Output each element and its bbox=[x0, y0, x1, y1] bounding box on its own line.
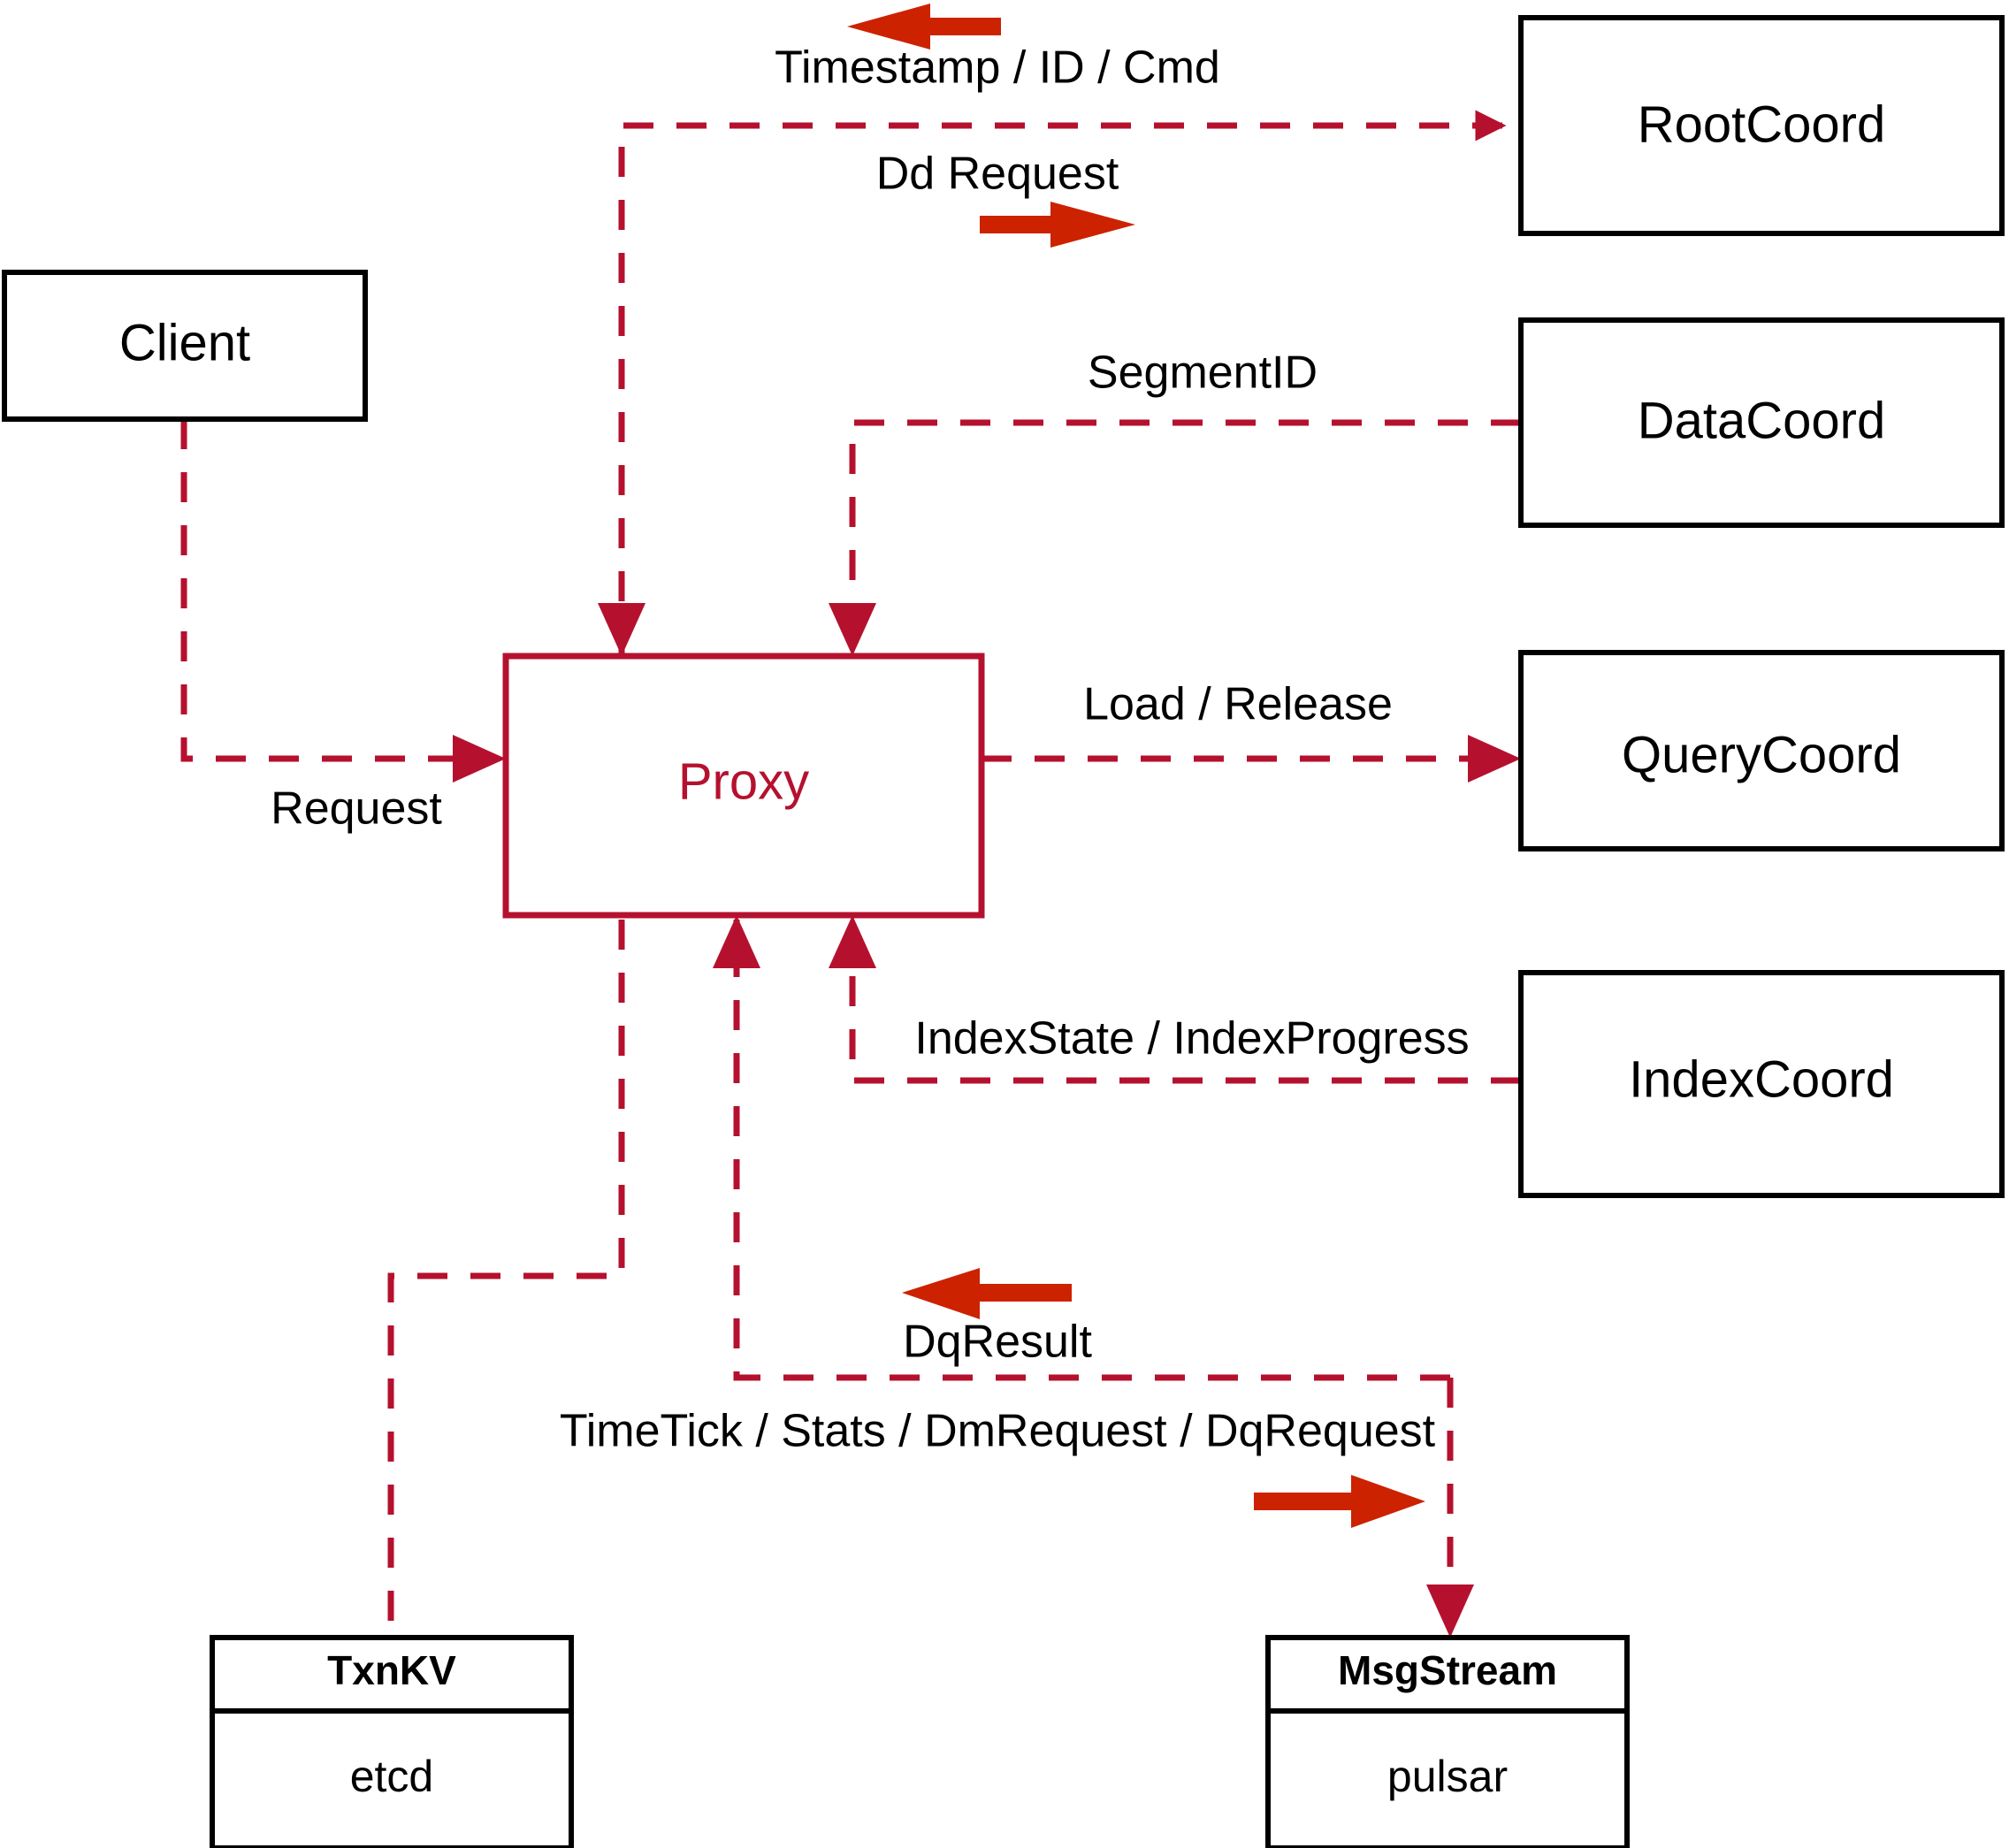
edge-client-arrowhead-into-proxy bbox=[453, 735, 506, 783]
direction-arrow-timestamp-left bbox=[847, 4, 1001, 50]
edge-label-dd-request: Dd Request bbox=[876, 149, 1119, 200]
node-rootcoord[interactable]: RootCoord bbox=[1518, 15, 2005, 236]
edge-rootcoord-dd-path bbox=[618, 110, 1507, 654]
node-datacoord-label: DataCoord bbox=[1638, 392, 1885, 449]
node-indexcoord[interactable]: IndexCoord bbox=[1518, 970, 2005, 1198]
node-proxy-label: Proxy bbox=[678, 752, 809, 810]
edge-label-load-release: Load / Release bbox=[1083, 679, 1393, 730]
node-client[interactable]: Client bbox=[2, 270, 368, 422]
edge-datacoord-segmentid-path bbox=[849, 419, 1521, 619]
node-proxy[interactable]: Proxy bbox=[502, 653, 985, 919]
direction-arrow-dd-request-right bbox=[980, 202, 1135, 248]
edge-rootcoord-arrowhead-into-proxy bbox=[598, 603, 645, 656]
edge-indexcoord-state-path bbox=[849, 920, 1521, 1084]
edge-querycoord-arrowhead bbox=[1468, 735, 1521, 783]
node-txnkv-header: TxnKV bbox=[327, 1647, 456, 1693]
node-txnkv[interactable]: TxnKV etcd bbox=[210, 1635, 574, 1848]
node-msgstream-body: pulsar bbox=[1387, 1752, 1508, 1801]
node-msgstream[interactable]: MsgStream pulsar bbox=[1265, 1635, 1630, 1848]
edge-label-indexstate: IndexState / IndexProgress bbox=[914, 1013, 1469, 1065]
node-txnkv-body: etcd bbox=[350, 1752, 434, 1801]
edge-msgstream-arrowhead bbox=[1426, 1585, 1474, 1638]
edge-label-timetick-requests: TimeTick / Stats / DmRequest / DqRequest bbox=[560, 1406, 1436, 1457]
edge-label-request: Request bbox=[271, 783, 442, 835]
direction-arrow-timetick-right bbox=[1254, 1475, 1425, 1528]
node-client-label: Client bbox=[119, 314, 250, 371]
edge-indexcoord-arrowhead-into-proxy bbox=[829, 915, 876, 968]
edge-datacoord-arrowhead-into-proxy bbox=[829, 603, 876, 656]
edge-txnkv-path bbox=[387, 920, 625, 1638]
edge-dqresult-arrowhead-into-proxy bbox=[713, 915, 760, 968]
node-querycoord-label: QueryCoord bbox=[1622, 726, 1901, 783]
node-rootcoord-label: RootCoord bbox=[1638, 95, 1885, 153]
node-indexcoord-label: IndexCoord bbox=[1629, 1050, 1894, 1108]
edge-label-timestamp: Timestamp / ID / Cmd bbox=[775, 42, 1220, 94]
node-msgstream-header: MsgStream bbox=[1338, 1647, 1557, 1693]
direction-arrow-dqresult-left bbox=[902, 1268, 1072, 1319]
node-querycoord[interactable]: QueryCoord bbox=[1518, 650, 2005, 851]
edge-client-request-path bbox=[180, 419, 482, 762]
node-datacoord[interactable]: DataCoord bbox=[1518, 317, 2005, 528]
edge-label-dqresult: DqResult bbox=[903, 1317, 1092, 1368]
edge-msgstream-dqresult-path bbox=[733, 920, 1450, 1381]
edge-label-segmentid: SegmentID bbox=[1088, 347, 1318, 399]
